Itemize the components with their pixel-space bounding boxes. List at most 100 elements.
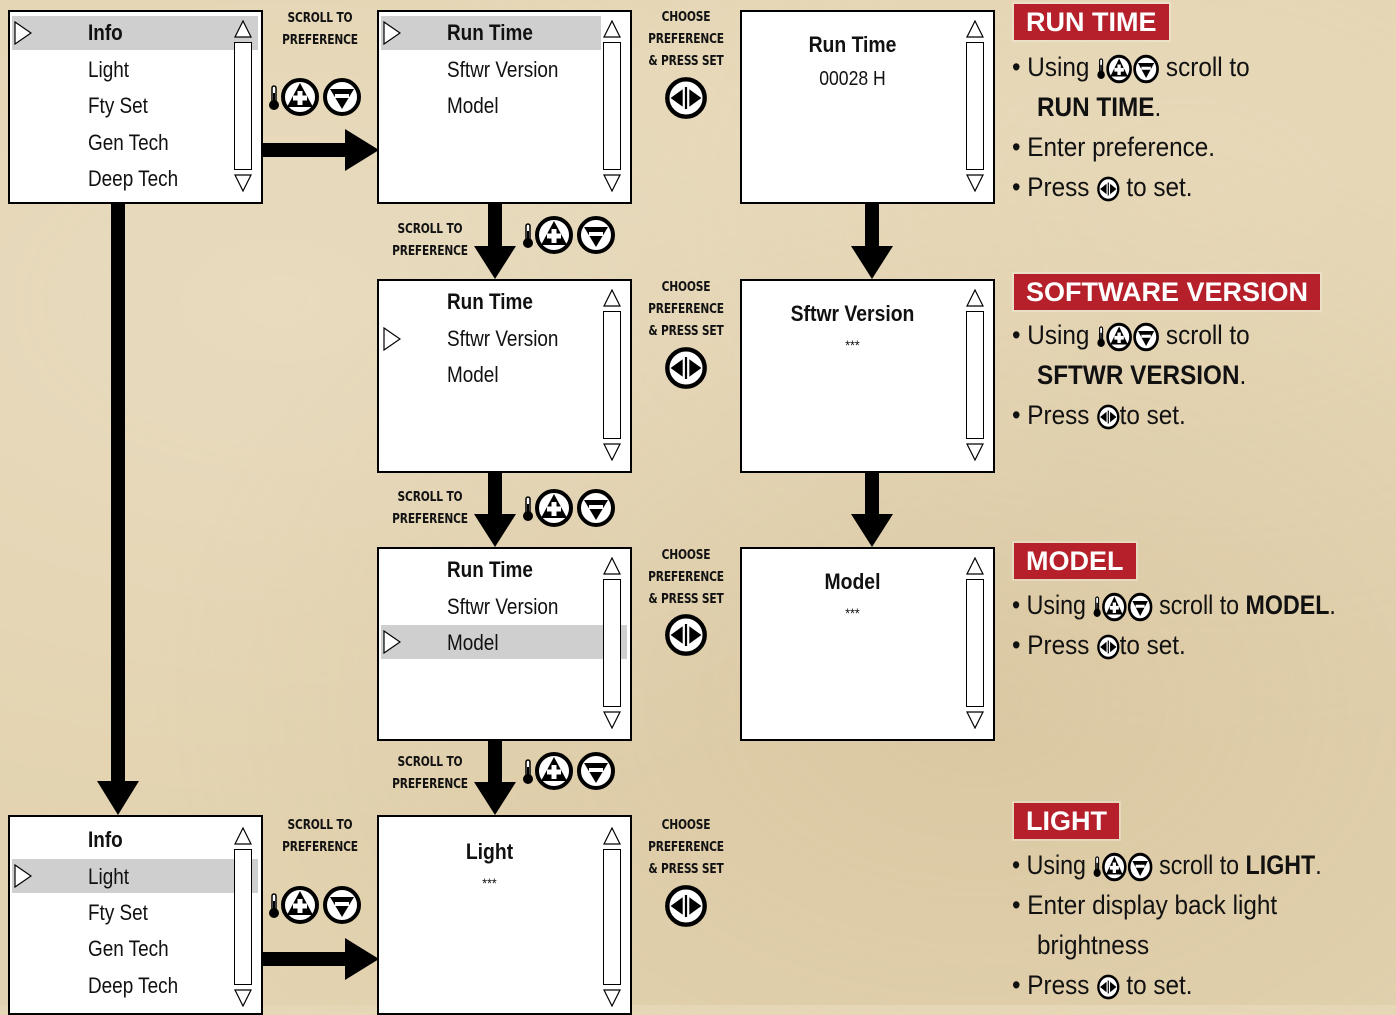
detail-light: Light *** xyxy=(377,815,632,1015)
menu-item-sftwr-version[interactable]: Sftwr Version xyxy=(447,326,559,351)
bullet-line: • Enter preference. xyxy=(1012,132,1216,162)
menu-item-model[interactable]: Model xyxy=(447,630,499,655)
down-arrow-button-icon[interactable] xyxy=(322,77,362,117)
set-button-icon[interactable] xyxy=(664,346,708,390)
scroll-track[interactable] xyxy=(603,579,621,707)
down-arrow-button-icon[interactable] xyxy=(322,885,362,925)
section-badge-software-version: SOFTWARE VERSION xyxy=(1014,274,1321,310)
scrollbar[interactable] xyxy=(603,289,621,461)
scroll-track[interactable] xyxy=(234,42,252,170)
scrollbar[interactable] xyxy=(234,20,252,192)
scroll-track[interactable] xyxy=(966,311,984,439)
selection-highlight xyxy=(12,16,258,50)
arrow-col-down-3 xyxy=(488,741,502,782)
bullet-line: SFTWR VERSION. xyxy=(1037,360,1247,390)
down-arrow-button-icon xyxy=(1127,852,1153,882)
bullet-line: • Using scroll to xyxy=(1012,320,1250,352)
section-badge-run-time: RUN TIME xyxy=(1014,4,1169,40)
menu-item-fty-set[interactable]: Fty Set xyxy=(88,93,148,118)
thermometer-icon xyxy=(1096,326,1105,348)
main-menu-bottom: Info Light Fty Set Gen Tech Deep Tech xyxy=(8,815,263,1015)
menu-item-light[interactable]: Light xyxy=(88,864,130,889)
up-arrow-button-icon[interactable] xyxy=(280,77,320,117)
arrow-main-down xyxy=(111,204,125,781)
thermometer-icon xyxy=(1092,856,1101,878)
up-arrow-button-icon[interactable] xyxy=(534,488,574,528)
menu-item-run-time[interactable]: Run Time xyxy=(447,20,533,45)
bullet-line: • Using scroll to LIGHT. xyxy=(1012,850,1322,882)
bullet-line: • Press to set. xyxy=(1012,172,1193,202)
thermometer-icon xyxy=(268,85,280,111)
down-arrow-button-icon[interactable] xyxy=(576,488,616,528)
up-arrow-button-icon[interactable] xyxy=(534,215,574,255)
arrow-main-down-head xyxy=(97,781,139,815)
scrollbar[interactable] xyxy=(966,20,984,192)
menu-item-gen-tech[interactable]: Gen Tech xyxy=(88,936,169,961)
scroll-track[interactable] xyxy=(603,42,621,170)
menu-item-light[interactable]: Light xyxy=(88,57,130,82)
arrow-top-right-head xyxy=(345,129,379,171)
up-arrow-button-icon xyxy=(1105,54,1132,84)
set-button-icon xyxy=(1096,404,1119,430)
menu-item-model[interactable]: Model xyxy=(447,362,499,387)
menu-item-run-time[interactable]: Run Time xyxy=(447,289,533,314)
up-arrow-button-icon[interactable] xyxy=(534,751,574,791)
scrollbar[interactable] xyxy=(234,827,252,1007)
down-arrow-button-icon xyxy=(1132,54,1159,84)
up-arrow-button-icon[interactable] xyxy=(280,885,320,925)
set-button-icon[interactable] xyxy=(664,613,708,657)
menu-item-model[interactable]: Model xyxy=(447,93,499,118)
scroll-track[interactable] xyxy=(603,311,621,439)
scrollbar[interactable] xyxy=(966,289,984,461)
scrollbar[interactable] xyxy=(966,557,984,729)
down-arrow-button-icon[interactable] xyxy=(576,215,616,255)
arrow-col-down-2-head xyxy=(474,514,516,547)
menu-item-sftwr-version[interactable]: Sftwr Version xyxy=(447,57,559,82)
detail-value: *** xyxy=(845,605,860,621)
bullet-line: • Enter display back light xyxy=(1012,890,1278,920)
down-arrow-button-icon xyxy=(1132,322,1159,352)
bullet-line: • Using scroll to MODEL. xyxy=(1012,590,1336,622)
thermometer-icon xyxy=(522,496,534,522)
set-button-icon[interactable] xyxy=(664,884,708,928)
scroll-track[interactable] xyxy=(966,42,984,170)
info-menu-run-time: Run Time Sftwr Version Model xyxy=(377,10,632,204)
scrollbar[interactable] xyxy=(603,827,621,1007)
menu-item-deep-tech[interactable]: Deep Tech xyxy=(88,973,179,998)
menu-item-run-time[interactable]: Run Time xyxy=(447,557,533,582)
set-button-icon[interactable] xyxy=(664,76,708,120)
menu-item-info[interactable]: Info xyxy=(88,827,123,852)
menu-item-deep-tech[interactable]: Deep Tech xyxy=(88,166,179,191)
bullet-line: • Press to set. xyxy=(1012,400,1186,430)
menu-item-fty-set[interactable]: Fty Set xyxy=(88,900,148,925)
detail-run-time: Run Time 00028 H xyxy=(740,10,995,204)
up-arrow-button-icon xyxy=(1101,592,1127,622)
down-arrow-button-icon[interactable] xyxy=(576,751,616,791)
main-menu-top: Info Light Fty Set Gen Tech Deep Tech xyxy=(8,10,263,204)
arrow-detail-down-2 xyxy=(865,473,879,514)
bullet-line: RUN TIME. xyxy=(1037,92,1162,122)
arrow-col-down-1-head xyxy=(474,246,516,279)
set-button-icon xyxy=(1096,634,1119,660)
selection-highlight xyxy=(381,16,601,50)
up-arrow-button-icon xyxy=(1105,322,1132,352)
scroll-track[interactable] xyxy=(603,849,621,985)
info-menu-sftwr-version: Run Time Sftwr Version Model xyxy=(377,279,632,473)
scroll-track[interactable] xyxy=(234,849,252,985)
scrollbar[interactable] xyxy=(603,557,621,729)
menu-item-sftwr-version[interactable]: Sftwr Version xyxy=(447,594,559,619)
menu-item-gen-tech[interactable]: Gen Tech xyxy=(88,130,169,155)
menu-item-info[interactable]: Info xyxy=(88,20,123,45)
scroll-track[interactable] xyxy=(966,579,984,707)
arrow-detail-down-1-head xyxy=(851,246,893,279)
scrollbar[interactable] xyxy=(603,20,621,192)
detail-title: Model xyxy=(824,569,881,594)
arrow-col-down-1 xyxy=(488,204,502,246)
